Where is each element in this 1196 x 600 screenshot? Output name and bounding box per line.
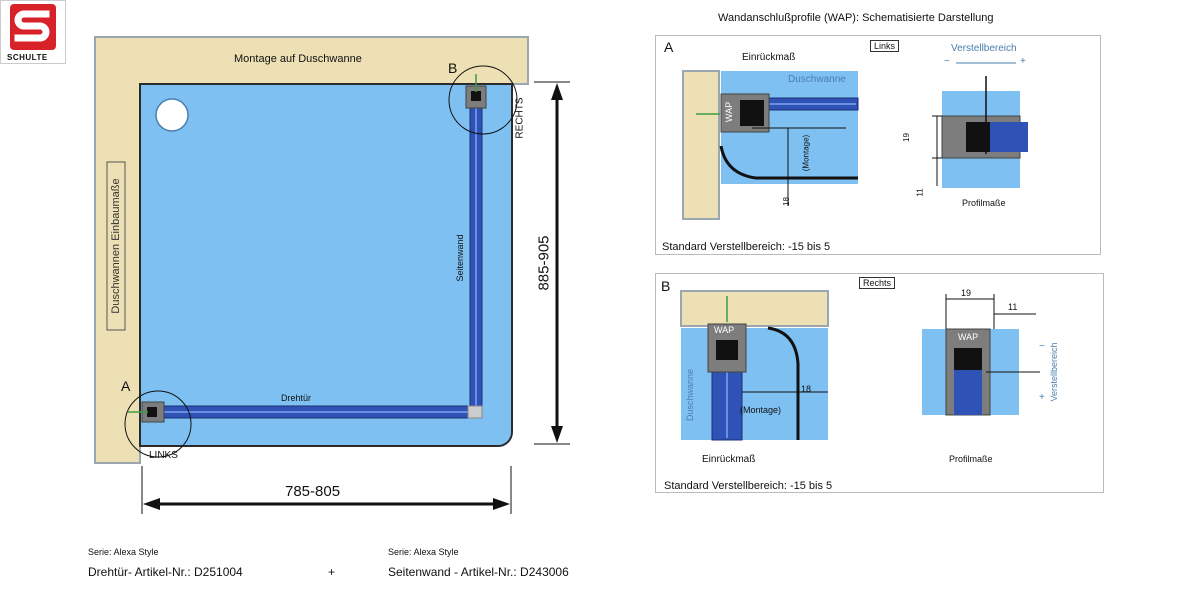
panel-b-letter: B [661,278,671,294]
shower-tray [139,83,513,447]
footer-serie-2: Serie: Alexa Style [388,547,459,557]
panel-a-dim18: 18 [781,197,791,206]
panel-b-minus: − [1039,341,1045,352]
wap-title: Wandanschlußprofile (WAP): Schematisiert… [718,12,994,24]
montage-label: Montage auf Duschwanne [234,53,362,65]
panel-b-plus: + [1039,392,1045,403]
panel-b-drawing [680,290,1040,441]
panel-b-duschwanne: Duschwanne [685,368,695,422]
panel-b-standard: Standard Verstellbereich: -15 bis 5 [664,480,833,492]
panel-b-dim11: 11 [1008,302,1018,312]
corner-a-label: A [121,378,131,394]
depth-dimension: 885-905 [535,235,553,291]
drain [155,98,189,132]
panel-a-dim19: 19 [901,133,911,142]
panel-a-side-tag: Links [870,40,900,52]
einbau-label: Duschwannen Einbaumaße [110,178,122,314]
panel-a-verstell: Verstellbereich [951,43,1017,54]
detail-circle-b [448,65,518,135]
rechts-label: RECHTS [514,97,526,139]
panel-b-montage: (Montage) [740,405,782,415]
panel-b-wap: WAP [714,325,735,335]
panel-b-verstell: Verstellbereich [1049,342,1059,402]
panel-b: B Rechts WAP Duschwanne (Montage) 18 Ein… [655,273,1104,493]
einbau-label-box [106,161,126,331]
panel-a-einrueck: Einrückmaß [742,52,796,63]
panel-b-dim19: 19 [961,288,972,298]
panel-b-profile-wap: WAP [958,332,979,342]
logo-mark [10,4,56,50]
seitenwand-label: Seitenwand [455,234,465,282]
panel-a-profilmasse: Profilmaße [962,198,1006,208]
logo-brand-text: SCHULTE [7,53,48,62]
footer-serie-1: Serie: Alexa Style [88,547,159,557]
panel-a-standard: Standard Verstellbereich: -15 bis 5 [662,241,831,253]
footer-article-2: Seitenwand - Artikel-Nr.: D243006 [388,565,569,579]
panel-a-wap: WAP [724,101,734,123]
panel-a-plus: + [1020,56,1026,67]
panel-a-duschwanne: Duschwanne [788,74,846,85]
links-label: LINKS [149,450,178,461]
drehtuer-label: Drehtür [281,393,312,403]
panel-a-minus: − [944,56,950,67]
corner-b-label: B [448,60,458,76]
panel-a-montage: (Montage) [801,134,811,172]
panel-b-einrueck: Einrückmaß [702,454,756,465]
panel-a-dim11: 11 [915,188,925,197]
width-dimension: 785-805 [285,483,341,500]
panel-b-side-tag: Rechts [859,277,896,289]
panel-a-drawing [682,62,1028,220]
panel-a-letter: A [664,39,674,55]
panel-b-profilmasse: Profilmaße [949,454,993,464]
detail-circle-a [124,390,192,458]
footer-article-1: Drehtür- Artikel-Nr.: D251004 [88,565,243,579]
schulte-logo: SCHULTE [0,0,66,64]
panel-a: A Links Einrückmaß Duschwanne WAP (Monta… [655,35,1101,255]
panel-b-dim18: 18 [801,384,812,394]
footer-plus: + [328,565,336,579]
